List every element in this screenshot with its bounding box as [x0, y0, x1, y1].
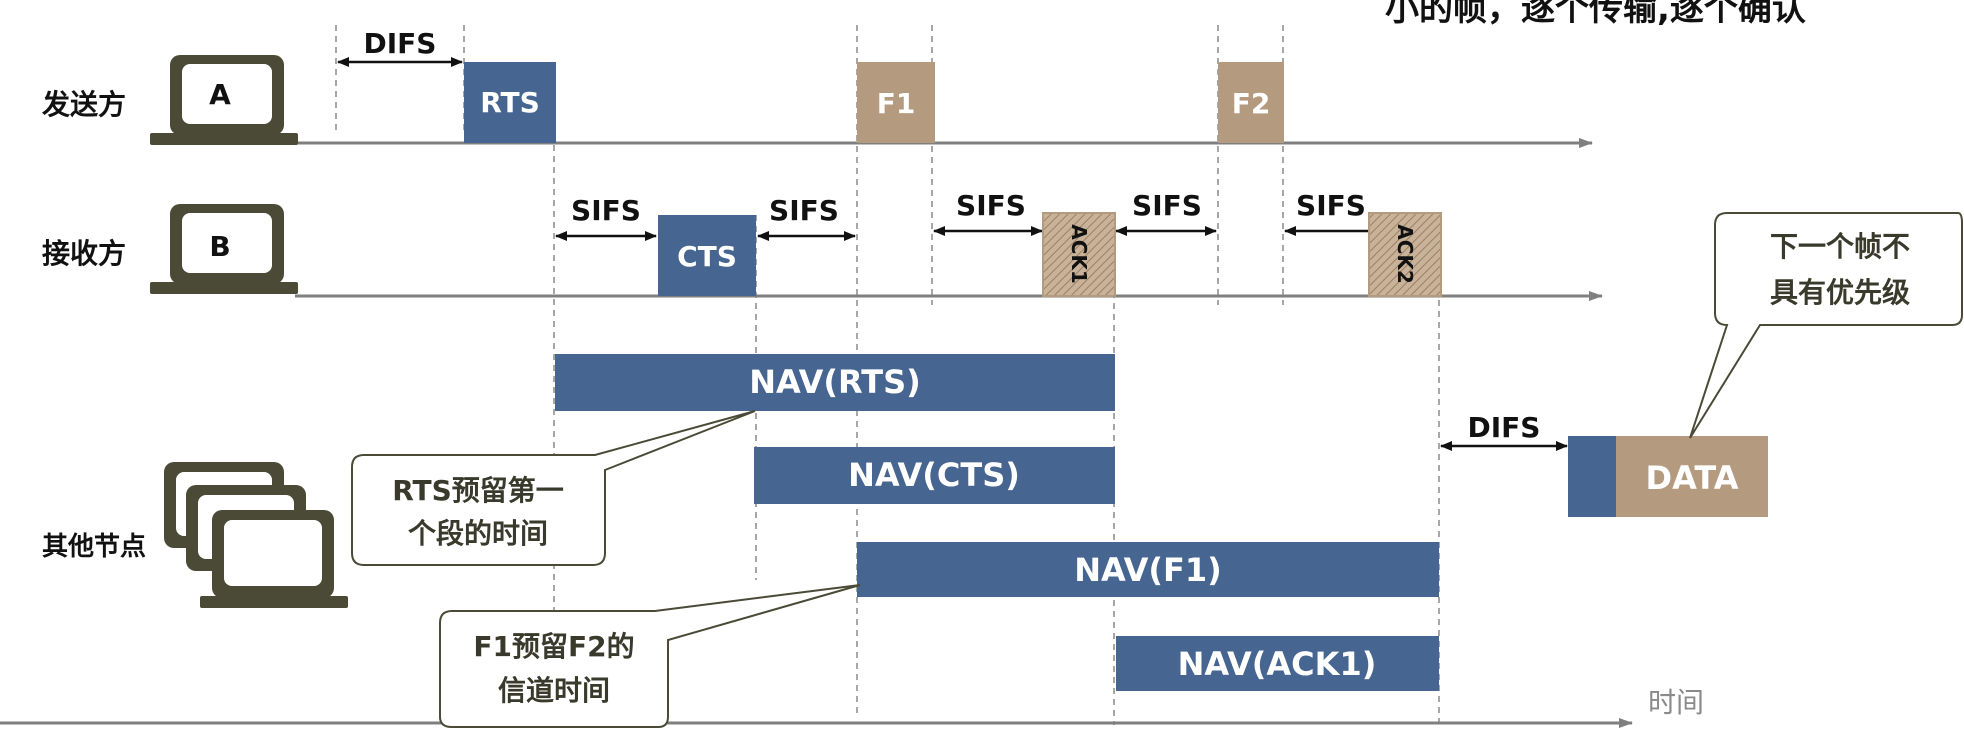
rts-frame — [464, 62, 556, 143]
next-frame-callout-line2: 具有优先级 — [1770, 276, 1910, 309]
station-a-label: A — [209, 78, 231, 111]
rts-callout: RTS预留第一 个段的时间 — [351, 410, 756, 566]
sifs-label: SIFS — [1132, 189, 1202, 222]
sifs-label: SIFS — [956, 189, 1026, 222]
ack1-frame — [1042, 212, 1116, 297]
nav-ack1-label: NAV(ACK1) — [1178, 645, 1377, 683]
nav-rts-label: NAV(RTS) — [749, 363, 920, 401]
nav-rts-bar — [555, 354, 1115, 411]
station-b-label: B — [209, 230, 230, 263]
f1-callout-line1: F1预留F2的 — [473, 630, 634, 663]
rts-frame-label: RTS — [480, 86, 540, 119]
receiver-label: 接收方 — [42, 237, 126, 270]
nav-ack1-bar — [1116, 636, 1439, 691]
laptop-a-icon: A — [150, 55, 298, 145]
f1-frame-label: F1 — [877, 87, 916, 120]
nav-cts-label: NAV(CTS) — [848, 456, 1020, 494]
time-axis-label: 时间 — [1648, 686, 1704, 719]
sifs-label: SIFS — [571, 194, 641, 227]
next-frame-callout-line1: 下一个帧不 — [1770, 230, 1910, 263]
sender-label: 发送方 — [41, 88, 126, 121]
ack2-frame — [1368, 212, 1442, 297]
difs-label: DIFS — [1468, 411, 1541, 444]
data-frame — [1616, 436, 1768, 517]
f1-callout: F1预留F2的 信道时间 — [439, 584, 861, 728]
nav-cts-bar — [754, 447, 1115, 504]
nav-f1-label: NAV(F1) — [1074, 551, 1222, 589]
others-label: 其他节点 — [42, 531, 146, 562]
ack1-frame-label: ACK1 — [1067, 224, 1091, 284]
laptop-b-icon: B — [150, 204, 298, 294]
cts-frame-label: CTS — [677, 240, 737, 273]
f2-frame — [1218, 62, 1284, 143]
rts-callout-line2: 个段的时间 — [408, 517, 548, 550]
rts-callout-line1: RTS预留第一 — [392, 474, 564, 507]
f1-callout-line2: 信道时间 — [498, 674, 610, 707]
nav-f1-bar — [857, 542, 1439, 597]
sifs-label: SIFS — [769, 194, 839, 227]
other-nodes-icon — [164, 462, 348, 608]
cts-frame — [658, 215, 756, 296]
next-frame-callout: 下一个帧不 具有优先级 — [1689, 212, 1963, 439]
data-frame-header — [1568, 436, 1616, 517]
sifs-label: SIFS — [1296, 189, 1366, 222]
ack2-frame-label: ACK2 — [1393, 224, 1417, 284]
header-text: 小的帧，逐个传输,逐个确认 — [1385, 0, 1806, 29]
data-frame-label: DATA — [1646, 459, 1739, 497]
f1-frame — [857, 62, 935, 143]
difs-label: DIFS — [364, 27, 437, 60]
f2-frame-label: F2 — [1232, 87, 1271, 120]
